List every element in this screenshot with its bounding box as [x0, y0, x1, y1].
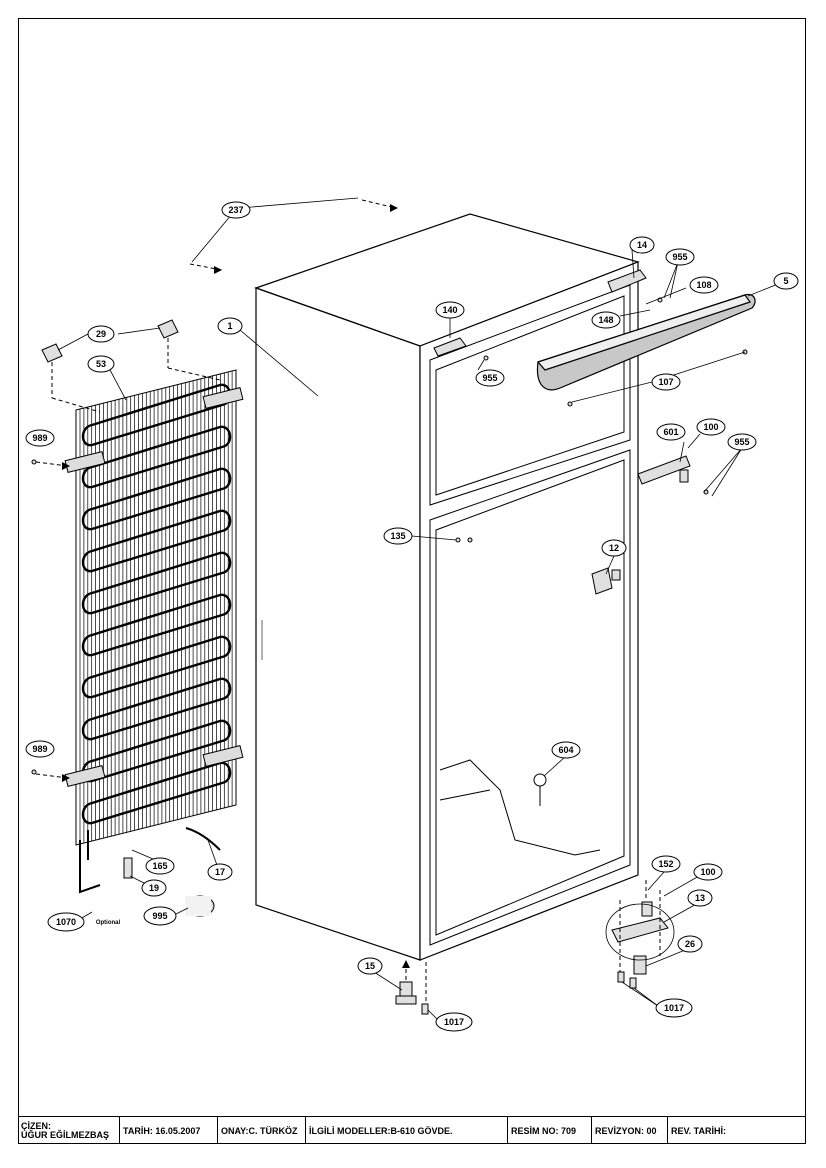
part-14-label: 14 [637, 240, 647, 250]
drawing-sheet-border [18, 18, 806, 1144]
part-26-label: 26 [685, 939, 695, 949]
part-108-label: 108 [696, 280, 711, 290]
small-parts [31, 269, 748, 1015]
balloon-shape [475, 369, 505, 387]
balloon-shape [651, 373, 681, 391]
part-balloons [25, 201, 799, 1032]
revision-date-cell: REV. TARİHİ: [671, 1125, 727, 1136]
door-handle [536, 293, 756, 391]
part-955-label: 955 [734, 437, 749, 447]
balloon-shape [693, 863, 723, 881]
part-140-label: 140 [442, 305, 457, 315]
part-13-label: 13 [695, 893, 705, 903]
approval-cell: ONAY:C. TÜRKÖZ [218, 1117, 306, 1144]
balloon-shape [551, 741, 581, 759]
part-1017-label: 1017 [444, 1017, 464, 1027]
condenser-tube-loop [81, 593, 232, 657]
balloon-shape [217, 317, 243, 335]
exploded-view-drawing: 237 14 955 108 5 140 148 955 107 1 29 53… [25, 197, 799, 1032]
title-block: ÇİZEN: UĞUR EĞİLMEZBAŞ TARİH: 16.05.2007… [18, 1116, 806, 1144]
drafter-label: ÇİZEN: [21, 1120, 51, 1131]
condenser-tube-loop [81, 761, 232, 825]
balloon-shape [677, 935, 703, 953]
balloon-shape [207, 863, 233, 881]
drafter-name: UĞUR EĞİLMEZBAŞ [21, 1129, 110, 1140]
part-152-label: 152 [658, 859, 673, 869]
condenser-tube-loop [81, 677, 232, 741]
part-989-label: 989 [32, 433, 47, 443]
condenser-tube-loop [81, 425, 232, 489]
revision-cell: REVİZYON: 00 [592, 1117, 668, 1144]
optional-note: Optional [96, 920, 121, 926]
drafter-cell: ÇİZEN: UĞUR EĞİLMEZBAŞ [18, 1117, 120, 1144]
part-107-label: 107 [658, 377, 673, 387]
balloon-shape [435, 1012, 473, 1032]
part-995-label: 995 [152, 911, 167, 921]
part-29-label: 29 [96, 329, 106, 339]
balloon-shape [221, 201, 251, 219]
part-15-label: 15 [365, 961, 375, 971]
part-5-label: 5 [783, 276, 788, 286]
part-53-label: 53 [96, 359, 106, 369]
balloon-shape [141, 879, 167, 897]
refrigerator-cabinet [254, 213, 640, 961]
balloon-shape [665, 248, 695, 266]
part-numbers: 237 14 955 108 5 140 148 955 107 1 29 53… [32, 205, 788, 1027]
condenser-tube-loop [81, 635, 232, 699]
balloon-shape [601, 539, 627, 557]
part-148-label: 148 [598, 315, 613, 325]
balloon-shape [25, 429, 55, 447]
condenser-tube-loop [81, 719, 232, 783]
part-165-label: 165 [152, 861, 167, 871]
part-135-label: 135 [390, 531, 405, 541]
part-604-label: 604 [558, 745, 573, 755]
part-100-label: 100 [700, 867, 715, 877]
condenser-tube-loop [81, 551, 232, 615]
balloon-shape [47, 912, 85, 932]
condenser-tube-loop [81, 509, 232, 573]
balloon-shape [87, 355, 115, 373]
balloon-shape [25, 740, 55, 758]
part-237-label: 237 [228, 205, 243, 215]
part-1017-label: 1017 [664, 1003, 684, 1013]
balloon-shape [696, 418, 726, 436]
part-1070-label: 1070 [56, 917, 76, 927]
part-17-label: 17 [215, 867, 225, 877]
balloon-shape [87, 325, 115, 343]
arrowheads [62, 204, 410, 968]
balloon-shape [383, 527, 413, 545]
related-models-cell: İLGİLİ MODELLER:B-610 GÖVDE. [306, 1117, 508, 1144]
part-1-label: 1 [227, 321, 232, 331]
hinge-detail-circle [605, 903, 675, 961]
balloon-shape [629, 236, 655, 254]
cabinet-details [255, 284, 631, 946]
condenser-tube-loops [81, 383, 232, 825]
condenser-tube-loop [81, 467, 232, 531]
balloon-shape [591, 311, 621, 329]
part-19-label: 19 [149, 883, 159, 893]
balloon-shape [143, 906, 177, 926]
date-cell: TARİH: 16.05.2007 [120, 1117, 218, 1144]
balloon-shape [435, 301, 465, 319]
part-601-label: 601 [663, 427, 678, 437]
condenser-brackets [64, 386, 244, 788]
balloon-shape [773, 272, 799, 290]
condenser-tube-loop [81, 383, 232, 447]
balloon-shape [656, 423, 686, 441]
balloon-shape [651, 855, 681, 873]
leader-lines [57, 197, 779, 1021]
part-989-label: 989 [32, 744, 47, 754]
part-955-label: 955 [672, 252, 687, 262]
part-12-label: 12 [609, 543, 619, 553]
part-100-label: 100 [703, 422, 718, 432]
balloon-shape [145, 857, 175, 875]
balloon-shape [727, 433, 757, 451]
balloon-shape [689, 276, 719, 294]
balloon-shape [687, 889, 713, 907]
balloon-shape [655, 998, 693, 1018]
balloon-shape [357, 957, 383, 975]
part-955-label: 955 [482, 373, 497, 383]
condenser-pipe-ends [79, 830, 101, 894]
drawing-number-cell: RESİM NO: 709 [508, 1117, 592, 1144]
